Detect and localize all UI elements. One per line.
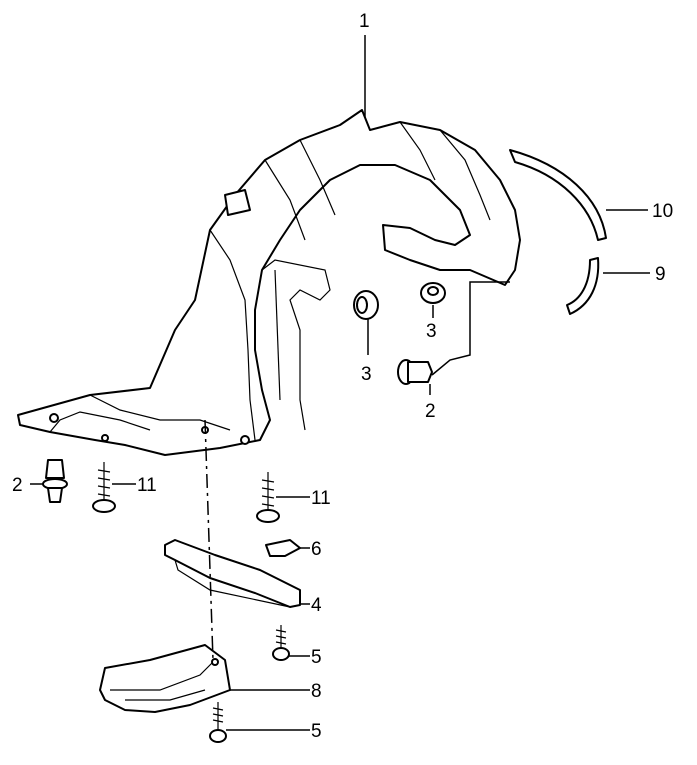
callout-5a: 5 bbox=[311, 647, 322, 668]
tapping-screw bbox=[256, 472, 280, 523]
push-clip bbox=[42, 459, 68, 503]
lower-molding-strip bbox=[566, 257, 600, 315]
callout-11a: 11 bbox=[137, 475, 157, 496]
screw bbox=[272, 625, 290, 661]
screw bbox=[209, 702, 227, 743]
callout-11b: 11 bbox=[311, 488, 331, 509]
callout-8: 8 bbox=[311, 681, 322, 702]
push-clip bbox=[397, 359, 433, 385]
callout-3b: 3 bbox=[426, 321, 437, 342]
callout-4: 4 bbox=[311, 595, 322, 616]
callout-6: 6 bbox=[311, 539, 322, 560]
callout-10: 10 bbox=[652, 201, 673, 222]
upper-molding-strip bbox=[509, 149, 607, 241]
clip bbox=[265, 539, 301, 557]
fender-liner bbox=[17, 109, 521, 456]
callout-2b: 2 bbox=[12, 475, 23, 496]
bracket bbox=[164, 539, 301, 608]
callout-5b: 5 bbox=[311, 721, 322, 742]
callout-1: 1 bbox=[359, 11, 370, 32]
grommet-nut bbox=[353, 290, 379, 320]
callout-2a: 2 bbox=[425, 401, 436, 422]
callout-9: 9 bbox=[655, 264, 666, 285]
splash-shield bbox=[99, 644, 231, 713]
tapping-screw bbox=[92, 462, 116, 513]
flange-nut bbox=[420, 282, 446, 304]
callout-3a: 3 bbox=[361, 364, 372, 385]
